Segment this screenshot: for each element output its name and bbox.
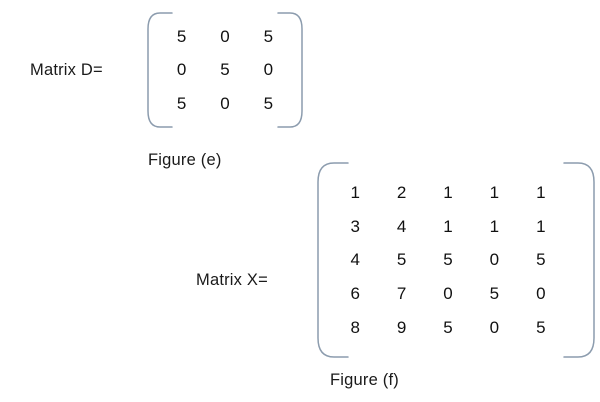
matrix-cell: 8: [350, 317, 360, 337]
matrix-cell: 0: [443, 284, 453, 304]
matrix-cell: 0: [263, 60, 274, 80]
matrix-cell: 5: [176, 93, 187, 113]
matrix-cell: 5: [443, 250, 453, 270]
matrix-cell: 7: [396, 284, 407, 304]
matrix-cell: 1: [536, 183, 546, 203]
matrix-cell: 0: [489, 250, 500, 270]
matrix-d-right-bracket: [277, 12, 303, 128]
matrix-cell: 1: [350, 183, 360, 203]
matrix-d-group: Matrix D= 5 0 5 0 5 0 5 0 5 Figure (e): [0, 0, 600, 180]
matrix-cell: 0: [489, 317, 500, 337]
matrix-cell: 5: [489, 284, 500, 304]
matrix-cell: 5: [176, 27, 187, 47]
matrix-cell: 0: [220, 93, 230, 113]
matrix-cell: 9: [396, 317, 407, 337]
matrix-cell: 0: [220, 27, 230, 47]
matrix-cell: 5: [536, 250, 546, 270]
matrix-cell: 5: [263, 27, 274, 47]
matrix-cell: 4: [396, 216, 407, 236]
matrix-cell: 3: [350, 216, 360, 236]
matrix-cell: 5: [263, 93, 274, 113]
matrix-cell: 5: [443, 317, 453, 337]
matrix-d-left-bracket: [147, 12, 173, 128]
matrix-x-values: 1 2 1 1 1 3 4 1 1 1 4 5 5 0 5 6 7 0 5 0 8 9 5 0 5: [332, 176, 564, 344]
matrix-cell: 1: [489, 216, 500, 236]
matrix-cell: 4: [350, 250, 360, 270]
matrix-cell: 5: [536, 317, 546, 337]
matrix-cell: 2: [396, 183, 407, 203]
matrix-d-caption: Figure (e): [148, 151, 222, 169]
matrix-cell: 5: [220, 60, 230, 80]
matrix-cell: 1: [443, 216, 453, 236]
matrix-x-label: Matrix X=: [196, 271, 268, 289]
matrix-d-values: 5 0 5 0 5 0 5 0 5: [160, 20, 290, 120]
matrix-cell: 1: [489, 183, 500, 203]
matrix-cell: 6: [350, 284, 360, 304]
matrix-cell: 0: [536, 284, 546, 304]
matrix-cell: 1: [443, 183, 453, 203]
matrix-x-right-bracket: [563, 162, 595, 358]
matrix-x-caption: Figure (f): [330, 371, 399, 389]
matrix-cell: 1: [536, 216, 546, 236]
matrix-x-left-bracket: [317, 162, 349, 358]
matrix-d-brackets: [147, 12, 303, 128]
matrix-cell: 5: [396, 250, 407, 270]
matrix-d-label: Matrix D=: [30, 61, 103, 79]
matrix-cell: 0: [176, 60, 187, 80]
